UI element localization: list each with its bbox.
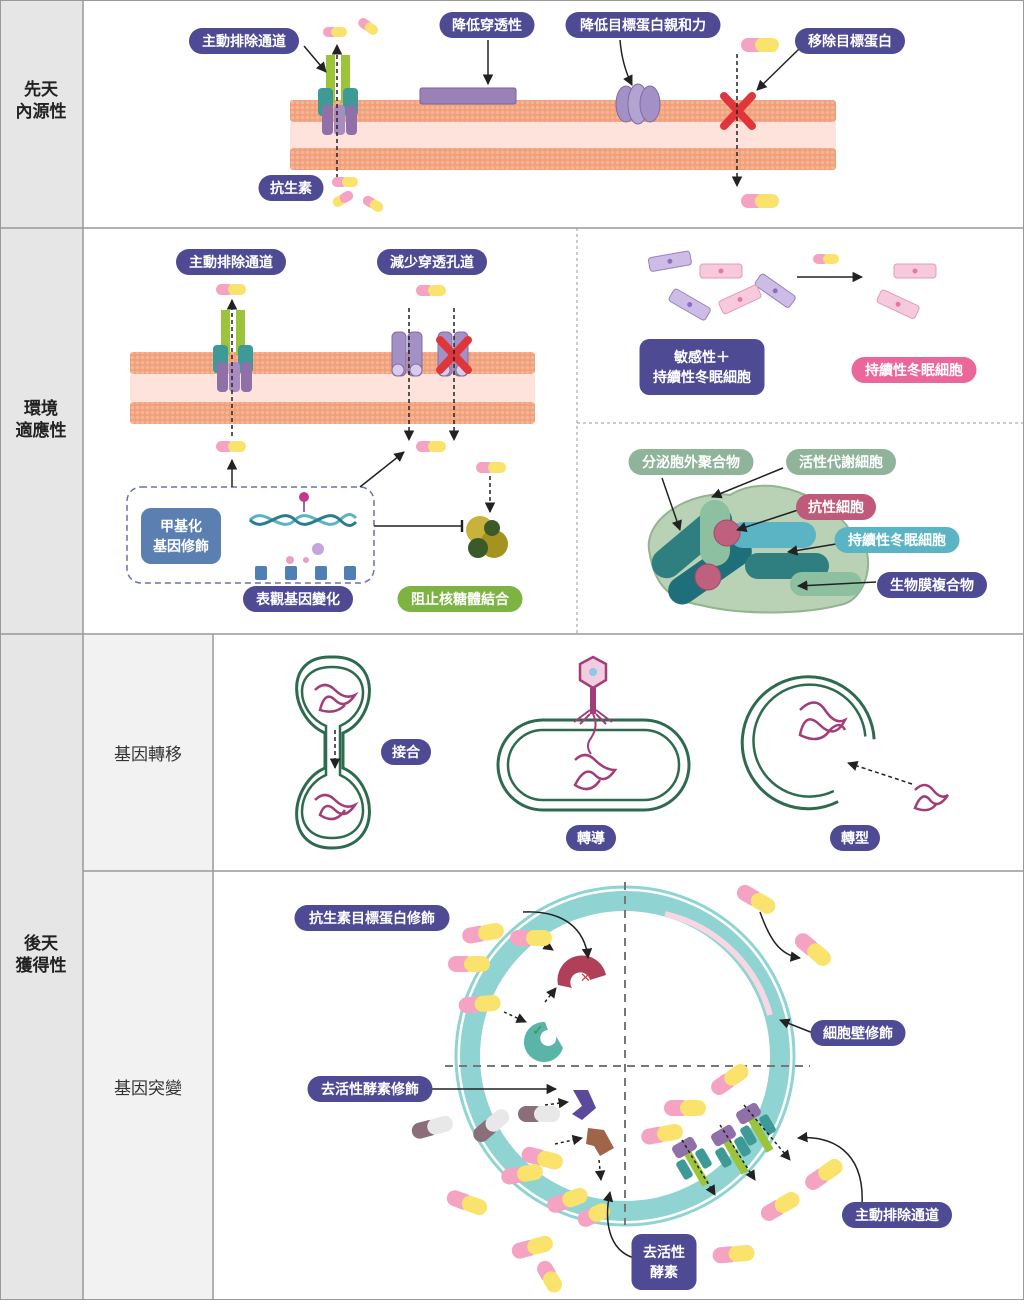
antibiotic-capsule [323, 17, 779, 212]
inactivated-capsule [411, 1106, 560, 1142]
sensitive-persister-label-text: 敏感性＋持續性冬眠細胞 [653, 349, 751, 386]
enzyme-icon [572, 1090, 614, 1156]
methylation-label-text: 甲基化基因修飾 [153, 518, 209, 555]
innate-remove-target-label: 移除目標蛋白 [795, 28, 905, 54]
transduction-label-text: 轉導 [577, 830, 605, 847]
block-ribosome-label-text: 阻止核糖體結合 [411, 591, 510, 608]
persister-cell-label-text: 持續性冬眠細胞 [848, 532, 946, 549]
persister-label: 持續性冬眠細胞 [851, 357, 977, 383]
block-ribosome-label: 阻止核糖體結合 [397, 586, 523, 612]
enzyme-modification-label: 去活性酵素修飾 [307, 1076, 433, 1102]
innate-antibiotic-label-text: 抗生素 [270, 180, 312, 197]
active-cell-label-text: 活性代謝細胞 [799, 454, 883, 471]
reduced-permeability-icon [419, 87, 517, 105]
row-label-adaptive: 環境適應性 [16, 398, 67, 441]
transduction-label: 轉導 [566, 825, 616, 851]
gene-mutation-section: ✕ ✓ [411, 882, 863, 1293]
row-label-column [0, 0, 83, 1300]
conjugating-cells-icon [295, 655, 371, 850]
histone-icon [255, 543, 356, 580]
eps-label-text: 分泌胞外聚合物 [642, 454, 740, 471]
transformation-label: 轉型 [830, 825, 880, 851]
svg-text:✕: ✕ [580, 971, 591, 986]
labels: 主動排除通道降低穿透性降低目標蛋白親和力移除目標蛋白抗生素主動排除通道減少穿透孔… [141, 12, 987, 1290]
persister-section [647, 250, 937, 321]
adaptive-efflux-label-text: 主動排除通道 [189, 254, 273, 271]
innate-affinity-label-text: 降低目標蛋白親和力 [580, 17, 706, 34]
innate-efflux-label-text: 主動排除通道 [202, 33, 286, 50]
dna-icon [248, 492, 358, 527]
efflux-pump-icon [213, 310, 253, 392]
biofilm-label: 生物膜複合物 [877, 572, 987, 598]
transformation-cell-icon [740, 675, 950, 812]
transformation-label-text: 轉型 [841, 830, 869, 847]
adaptive-porin-label-text: 減少穿透孔道 [390, 254, 474, 271]
svg-text:✓: ✓ [532, 1023, 544, 1039]
mutation-efflux-label: 主動排除通道 [842, 1202, 952, 1228]
inactivating-enzyme-label-text: 去活性酵素 [643, 1244, 685, 1281]
eps-label: 分泌胞外聚合物 [628, 449, 754, 475]
subrow-label-gene-mutation: 基因突變 [114, 1079, 182, 1099]
conjugation-label-text: 接合 [392, 744, 421, 761]
enzyme-modification-label-text: 去活性酵素修飾 [321, 1081, 419, 1098]
bacteriophage-icon [573, 655, 613, 755]
target-modification-label-text: 抗生素目標蛋白修飾 [309, 910, 435, 927]
subrow-label-column [83, 635, 213, 1300]
persister-cell-label: 持續性冬眠細胞 [834, 527, 960, 553]
innate-permeability-label: 降低穿透性 [439, 12, 535, 38]
gene-transfer-section [295, 655, 950, 850]
innate-efflux-label: 主動排除通道 [189, 28, 299, 54]
innate-affinity-label: 降低目標蛋白親和力 [565, 12, 721, 38]
blocked-porin-icon [436, 336, 472, 374]
efflux-pump-icon [672, 1102, 776, 1187]
innate-antibiotic-label: 抗生素 [258, 175, 324, 201]
efflux-pump-icon [318, 55, 358, 135]
ribosome-icon [466, 516, 508, 558]
active-cell-label: 活性代謝細胞 [786, 449, 896, 475]
row-label-innate: 先天內源性 [16, 79, 67, 122]
innate-permeability-label-text: 降低穿透性 [452, 17, 522, 34]
biofilm-label-text: 生物膜複合物 [890, 577, 974, 594]
innate-section [290, 17, 836, 212]
cell-membrane [290, 100, 836, 170]
adaptive-efflux-label: 主動排除通道 [176, 249, 286, 275]
antibiotic-capsule [216, 284, 506, 473]
target-modification-label: 抗生素目標蛋白修飾 [294, 905, 450, 931]
inactivating-enzyme-label: 去活性酵素 [631, 1234, 697, 1290]
resistant-cell-label: 抗性細胞 [796, 494, 876, 520]
epigenetic-box [126, 486, 375, 584]
sensitive-persister-label: 敏感性＋持續性冬眠細胞 [639, 339, 765, 395]
subrow-label-gene-transfer: 基因轉移 [114, 745, 182, 765]
modified-target-icon: ✕ [557, 955, 606, 988]
methylation-label: 甲基化基因修飾 [141, 508, 221, 564]
antibiotic-capsule [446, 884, 843, 1293]
transduction-cell-icon [496, 718, 691, 812]
adaptive-membrane-section [126, 284, 535, 584]
row-label-acquired: 後天獲得性 [16, 933, 67, 976]
epigenetic-label-text: 表觀基因變化 [255, 591, 340, 608]
target-protein-icon [615, 83, 661, 125]
innate-remove-target-label-text: 移除目標蛋白 [808, 33, 892, 50]
epigenetic-label: 表觀基因變化 [243, 586, 353, 612]
conjugation-label: 接合 [381, 739, 431, 765]
cell-wall-label: 細胞壁修飾 [810, 1020, 906, 1046]
mutation-efflux-label-text: 主動排除通道 [855, 1207, 939, 1224]
removed-target-icon [720, 92, 756, 130]
target-protein-icon: ✓ [523, 1021, 563, 1062]
adaptive-porin-label: 減少穿透孔道 [377, 249, 487, 275]
cell-wall-label-text: 細胞壁修飾 [823, 1025, 893, 1042]
resistant-cell-label-text: 抗性細胞 [808, 499, 864, 516]
persister-label-text: 持續性冬眠細胞 [865, 362, 963, 379]
